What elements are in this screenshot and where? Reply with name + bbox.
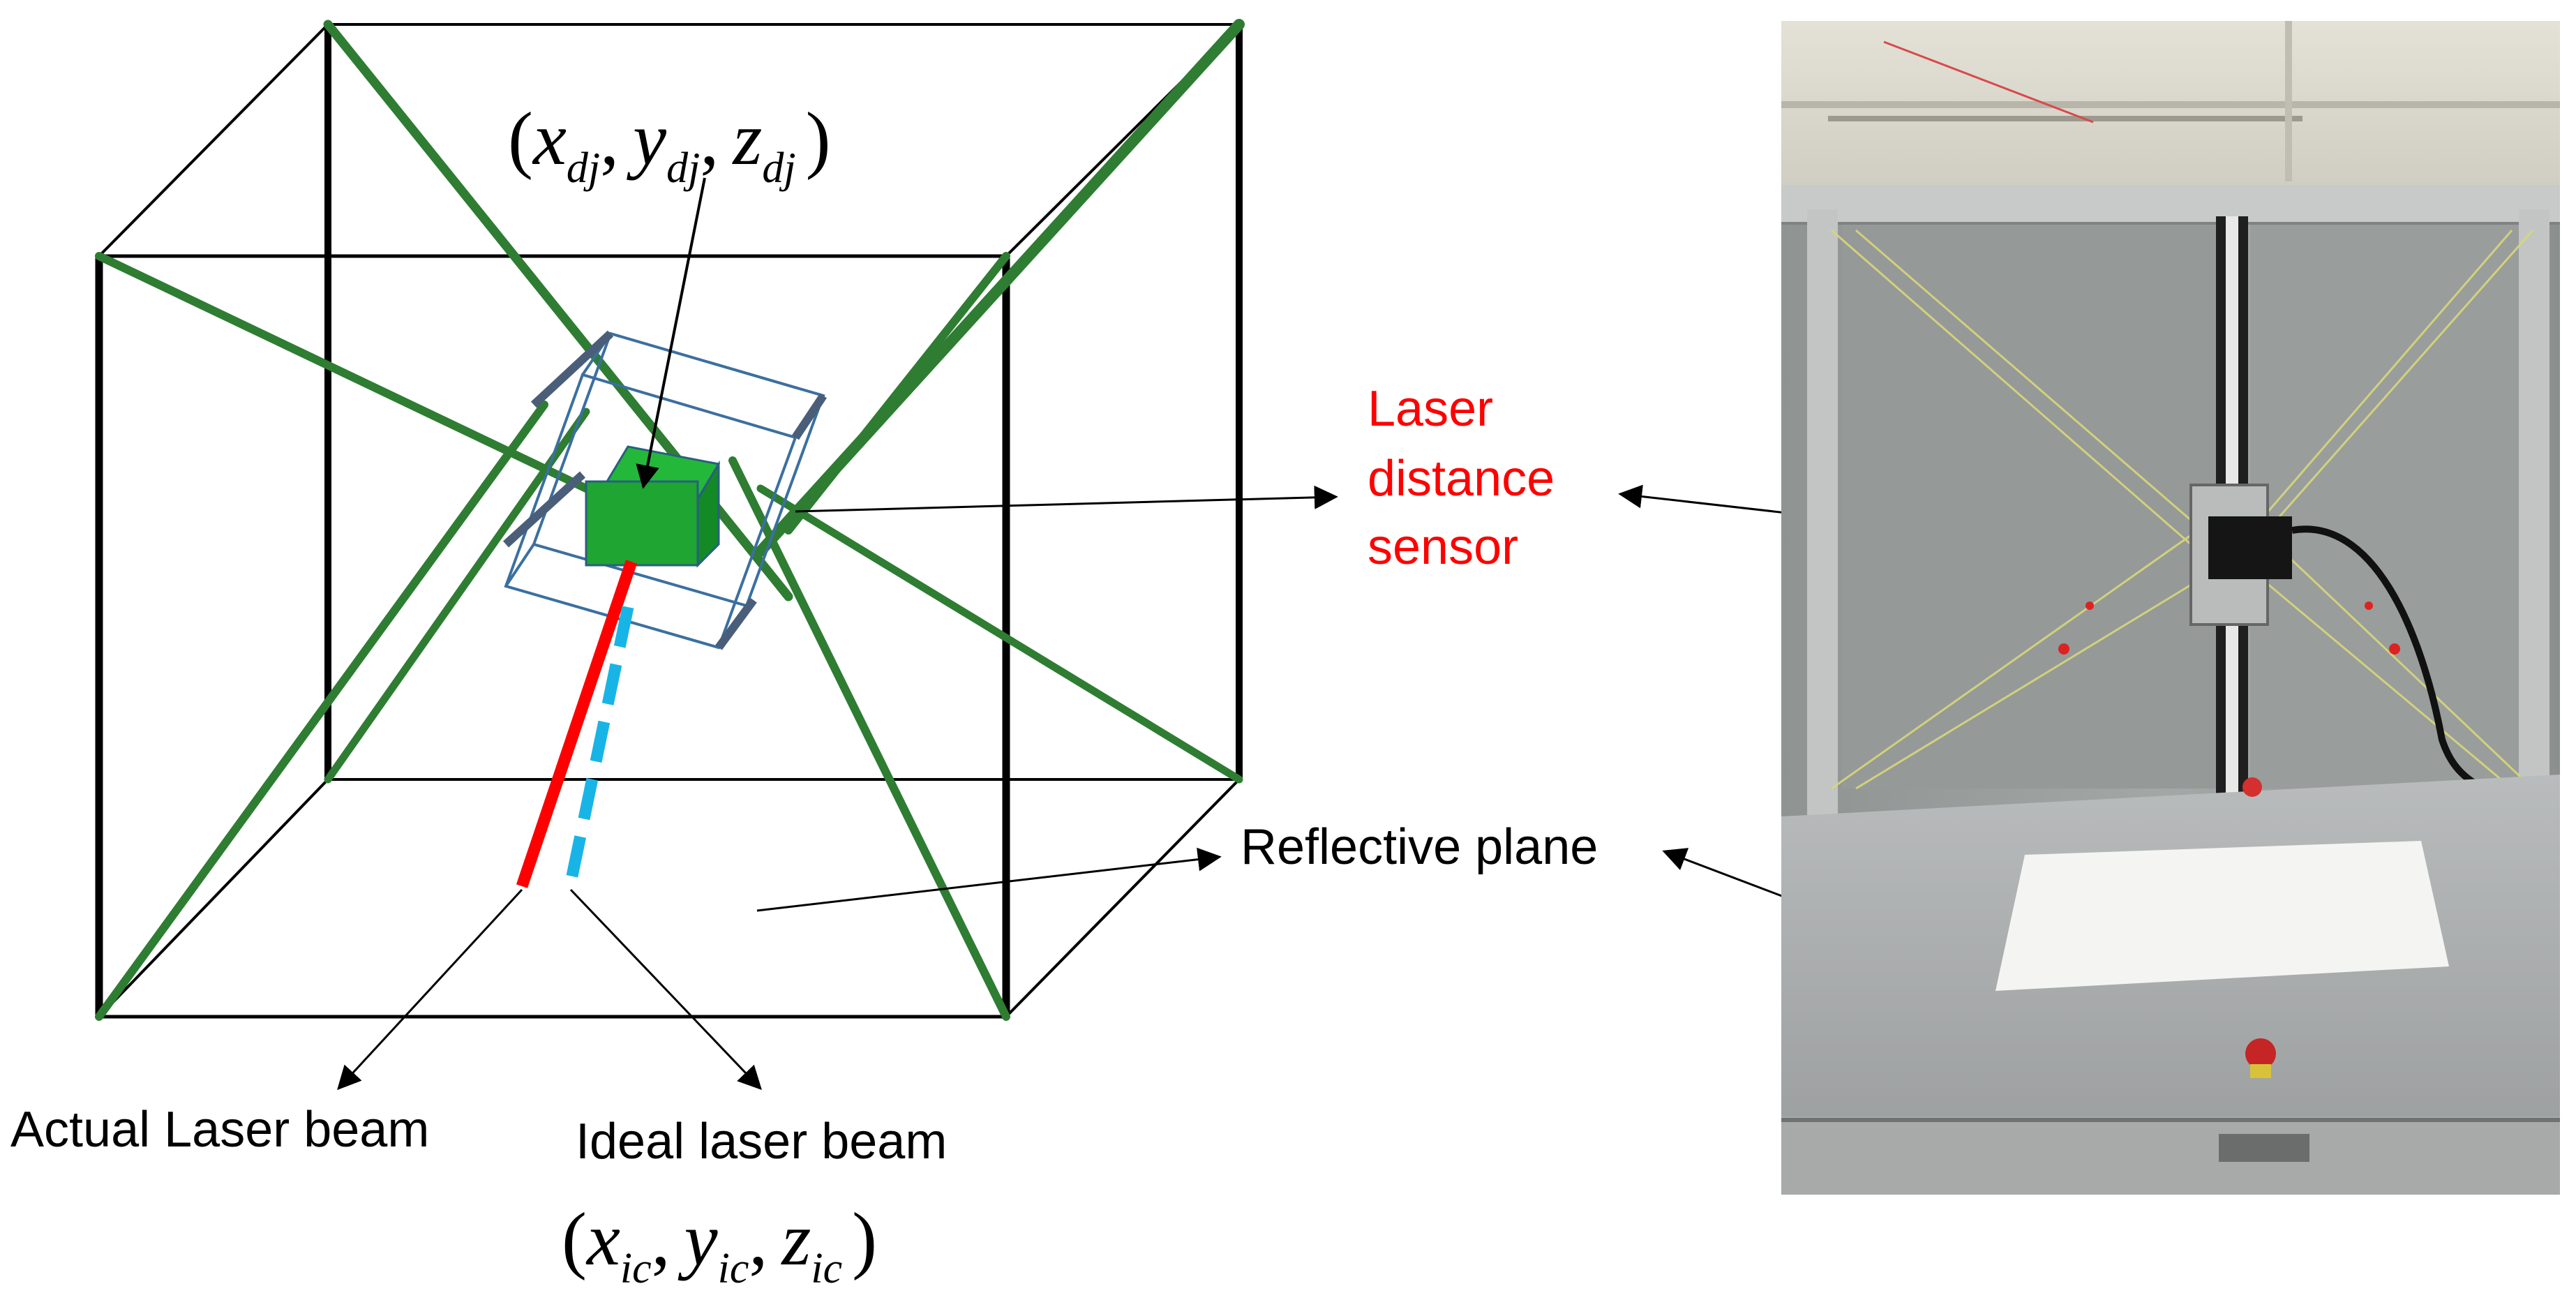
actual-beam-arrow	[337, 888, 523, 1091]
ideal-laser-beam	[564, 606, 634, 884]
actual-beam-label: Actual Laser beam	[10, 1102, 429, 1158]
coordinate-pointer	[636, 177, 706, 489]
ideal-beam-label: Ideal laser beam	[576, 1114, 947, 1170]
prototype-photo	[1781, 21, 2560, 1195]
actual-laser-beam	[516, 560, 638, 888]
reflective-plane-arrow	[756, 847, 1222, 912]
bottom-coordinate-label: (xic,yic,zic)	[562, 1198, 877, 1292]
moving-platform	[502, 330, 827, 650]
outer-cube-frame	[95, 23, 1243, 1019]
sensor-cube	[585, 445, 721, 568]
ideal-beam-arrow	[569, 888, 762, 1091]
schematic: (xdj,ydj,zdj) (xic,yic,zic) Actual Laser…	[10, 19, 2261, 1292]
sensor-label-arrow	[795, 485, 1338, 513]
reflective-plane-label: Reflective plane	[1241, 819, 1598, 875]
top-coordinate-label: (xdj,ydj,zdj)	[508, 98, 831, 192]
cables	[95, 19, 1245, 1021]
laser-sensor-label: Laser distance sensor	[1368, 381, 1568, 575]
